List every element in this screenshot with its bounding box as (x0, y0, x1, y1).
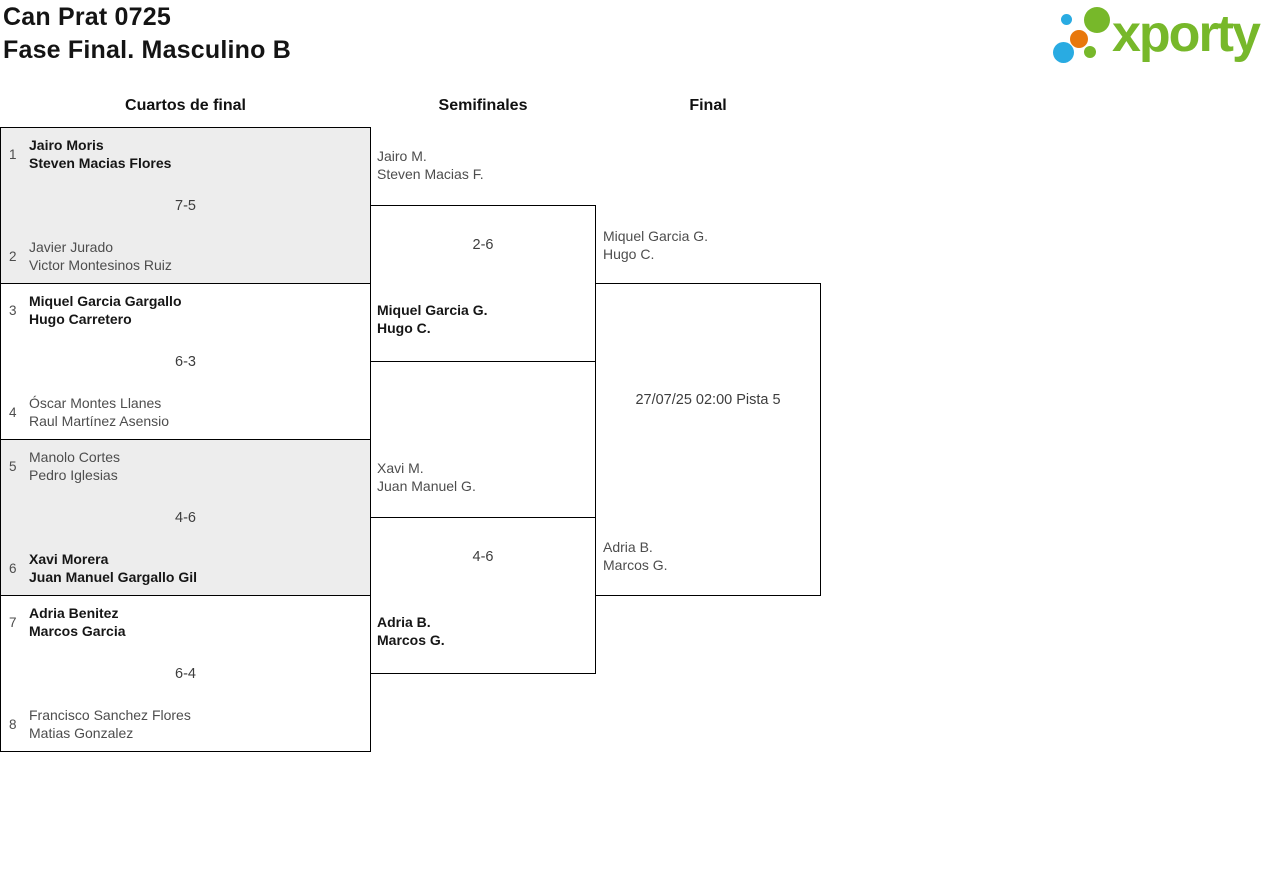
player-name: Juan Manuel Gargallo Gil (29, 568, 198, 585)
tournament-name: Can Prat 0725 (3, 3, 171, 31)
round-header-quarterfinals: Cuartos de final (125, 97, 246, 114)
player-name: Marcos G. (377, 631, 445, 648)
player-name: Juan Manuel G. (377, 478, 476, 494)
round-header-final: Final (689, 97, 727, 114)
match-score: 6-4 (175, 665, 196, 682)
pair-seed-8: 8 Francisco Sanchez Flores Matias Gonzal… (9, 707, 191, 742)
player-name: Steven Macias Flores (29, 154, 172, 171)
semifinal-1-winner-pair: Miquel Garcia G. Hugo C. (377, 302, 487, 337)
seed-number: 6 (9, 561, 17, 576)
player-name: Hugo Carretero (29, 310, 132, 327)
logo-dot-icon (1070, 30, 1088, 48)
match-quarterfinal-2: 3 Miquel Garcia Gargallo Hugo Carretero … (0, 283, 371, 440)
seed-number: 7 (9, 615, 17, 630)
player-name: Miquel Garcia Gargallo (29, 293, 182, 309)
match-score: 2-6 (472, 237, 494, 253)
final-schedule: 27/07/25 02:00 Pista 5 (635, 392, 781, 408)
player-name: Steven Macias F. (377, 166, 484, 182)
player-name: Pedro Iglesias (29, 466, 118, 483)
seed-number: 1 (9, 147, 17, 162)
player-name: Marcos G. (603, 557, 668, 573)
phase-name: Fase Final. Masculino B (3, 36, 291, 64)
match-quarterfinal-1: 1 Jairo Moris Steven Macias Flores 7-5 2… (0, 127, 371, 284)
match-quarterfinal-3: 5 Manolo Cortes Pedro Iglesias 4-6 6 Xav… (0, 439, 371, 596)
logo-dot-icon (1053, 42, 1074, 63)
player-name: Raul Martínez Asensio (29, 412, 170, 429)
final-top-pair: Miquel Garcia G. Hugo C. (603, 227, 708, 263)
seed-number: 4 (9, 405, 17, 420)
player-name: Xavi Morera (29, 551, 109, 567)
xporty-logo[interactable]: xporty (1045, 0, 1280, 75)
seed-number: 3 (9, 303, 17, 318)
pair-seed-3: 3 Miquel Garcia Gargallo Hugo Carretero (9, 293, 182, 328)
semifinal-2-winner-pair: Adria B. Marcos G. (377, 614, 445, 649)
match-score: 4-6 (472, 549, 494, 565)
semifinal-2-top-pair: Xavi M. Juan Manuel G. (377, 459, 476, 495)
player-name: Miquel Garcia G. (603, 228, 709, 244)
pair-seed-1: 1 Jairo Moris Steven Macias Flores (9, 137, 171, 172)
player-name: Miquel Garcia G. (377, 302, 488, 318)
player-name: Óscar Montes Llanes (29, 395, 162, 411)
match-score: 7-5 (175, 197, 196, 214)
player-name: Xavi M. (377, 460, 424, 476)
logo-dot-icon (1084, 7, 1110, 33)
player-name: Javier Jurado (29, 239, 114, 255)
player-name: Hugo C. (377, 319, 431, 336)
pair-seed-7: 7 Adria Benitez Marcos Garcia (9, 605, 126, 640)
xporty-wordmark: xporty (1112, 5, 1261, 63)
semifinal-1-top-pair: Jairo M. Steven Macias F. (377, 147, 484, 183)
player-name: Adria B. (603, 539, 653, 555)
player-name: Marcos Garcia (29, 622, 126, 639)
player-name: Adria B. (377, 614, 431, 630)
pair-seed-6: 6 Xavi Morera Juan Manuel Gargallo Gil (9, 551, 197, 586)
final-bottom-pair: Adria B. Marcos G. (603, 538, 668, 574)
seed-number: 5 (9, 459, 17, 474)
player-name: Jairo M. (377, 148, 427, 164)
player-name: Adria Benitez (29, 605, 119, 621)
round-header-semifinals: Semifinales (438, 97, 528, 114)
seed-number: 2 (9, 249, 17, 264)
seed-number: 8 (9, 717, 17, 732)
player-name: Matias Gonzalez (29, 724, 134, 741)
player-name: Francisco Sanchez Flores (29, 707, 191, 723)
match-semifinal-2: 4-6 (370, 517, 596, 674)
match-semifinal-1: 2-6 (370, 205, 596, 362)
page-title: Can Prat 0725 Fase Final. Masculino B (3, 1, 291, 67)
match-score: 6-3 (175, 353, 196, 370)
match-final: 27/07/25 02:00 Pista 5 (595, 283, 821, 596)
player-name: Jairo Moris (29, 137, 104, 153)
match-score: 4-6 (175, 509, 196, 526)
player-name: Hugo C. (603, 246, 655, 262)
pair-seed-5: 5 Manolo Cortes Pedro Iglesias (9, 449, 120, 484)
pair-seed-2: 2 Javier Jurado Victor Montesinos Ruiz (9, 239, 172, 274)
pair-seed-4: 4 Óscar Montes Llanes Raul Martínez Asen… (9, 395, 169, 430)
logo-dot-icon (1084, 46, 1096, 58)
logo-dot-icon (1061, 14, 1072, 25)
match-quarterfinal-4: 7 Adria Benitez Marcos Garcia 6-4 8 Fran… (0, 595, 371, 752)
player-name: Manolo Cortes (29, 449, 121, 465)
player-name: Victor Montesinos Ruiz (29, 256, 172, 273)
